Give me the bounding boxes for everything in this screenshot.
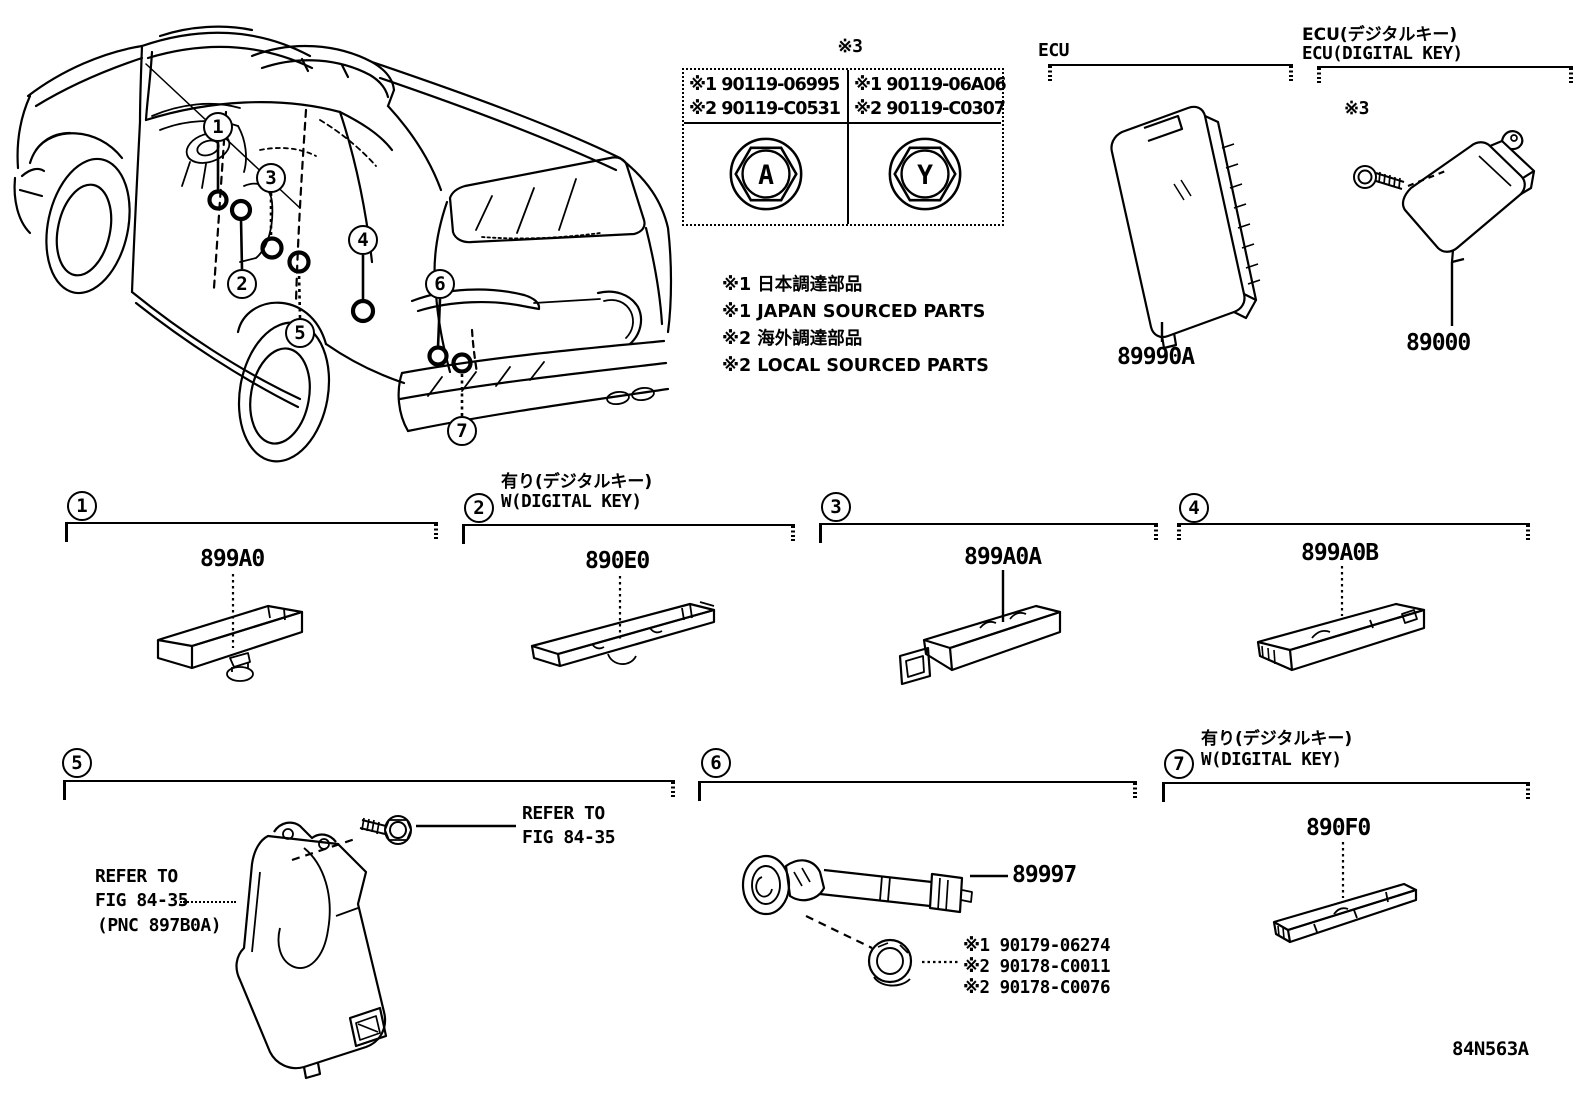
section-7-condition-jp: 有り(デジタルキー)	[1201, 729, 1353, 749]
note-en-1: ※1 JAPAN SOURCED PARTS	[722, 302, 986, 322]
section-6-bracket	[698, 781, 1137, 801]
part-89997-drawing	[741, 854, 973, 916]
section-2-condition-jp: 有り(デジタルキー)	[501, 472, 653, 492]
section-5-refer-right-1: REFER TO	[522, 803, 605, 824]
fastener-cell-y: ※1 90119-06A06 ※2 90119-C0307	[849, 70, 1007, 124]
sourcing-notes: ※1 日本調達部品 ※1 JAPAN SOURCED PARTS ※2 海外調達…	[722, 272, 989, 380]
ecu-89990A-drawing	[1110, 105, 1261, 350]
refer-bolt-drawing	[359, 815, 412, 845]
section-4-bracket	[1177, 523, 1530, 541]
section-6-fastener-1: ※1 90179-06274	[963, 936, 1110, 956]
section-7-bracket	[1162, 782, 1530, 802]
fastener-a-line2: ※2 90119-C0531	[689, 99, 841, 119]
ecu-title: ECU	[1038, 40, 1070, 61]
car-illustration	[13, 25, 673, 463]
part-number-89000[interactable]: 89000	[1406, 330, 1471, 356]
nut-drawing	[867, 938, 913, 987]
fastener-y-line1: ※1 90119-06A06	[854, 75, 1007, 95]
part-number-890F0[interactable]: 890F0	[1306, 815, 1371, 841]
car-callout-5[interactable]: 5	[285, 318, 315, 348]
section-7-condition-en: W(DIGITAL KEY)	[1201, 750, 1342, 770]
part-number-890E0[interactable]: 890E0	[585, 548, 650, 574]
section-5-bracket	[63, 780, 675, 800]
section-5-refer-left-3: (PNC 897B0A)	[97, 915, 222, 936]
car-location-spots	[207, 189, 473, 374]
fastener-cell-a: ※1 90119-06995 ※2 90119-C0531	[684, 70, 849, 124]
part-899A0A-drawing	[898, 604, 1062, 686]
fastener-a-line1: ※1 90119-06995	[689, 75, 840, 95]
part-890E0-drawing	[530, 601, 716, 668]
part-number-899A0A[interactable]: 899A0A	[964, 544, 1042, 570]
diagram-code: 84N563A	[1452, 1038, 1529, 1060]
fastener-table-ref: ※3	[837, 36, 863, 57]
part-899A0-drawing	[156, 604, 304, 682]
car-callout-leaders	[216, 142, 464, 416]
section-6-fastener-3: ※2 90178-C0076	[963, 978, 1110, 998]
section-3-callout[interactable]: 3	[821, 492, 851, 522]
ecu-digital-title-jp: ECU(デジタルキー)	[1302, 25, 1458, 45]
bolt-head-a-icon: A	[729, 137, 802, 211]
note-en-2: ※2 LOCAL SOURCED PARTS	[722, 356, 989, 376]
refer-module-drawing	[235, 821, 388, 1080]
refer-left-leader	[180, 901, 236, 903]
section-3-bracket	[819, 523, 1158, 543]
section-7-callout[interactable]: 7	[1164, 749, 1194, 779]
section-5-refer-left-1: REFER TO	[95, 866, 178, 887]
section-5-callout[interactable]: 5	[62, 748, 92, 778]
fastener-table: ※1 90119-06995 ※2 90119-C0531 ※1 90119-0…	[682, 68, 1007, 226]
note-jp-2: ※2 海外調達部品	[722, 329, 863, 349]
section-5-refer-left-2: FIG 84-35	[95, 890, 189, 911]
part-number-89990A[interactable]: 89990A	[1117, 344, 1195, 370]
section-1-callout[interactable]: 1	[67, 491, 97, 521]
car-callout-1[interactable]: 1	[203, 112, 233, 142]
bolt-mark-a: A	[758, 161, 774, 191]
part-899A0B-drawing	[1256, 602, 1426, 672]
part-number-899A0B[interactable]: 899A0B	[1301, 540, 1379, 566]
ecu-bracket	[1048, 64, 1293, 82]
section-2-bracket	[462, 524, 795, 544]
section-2-callout[interactable]: 2	[464, 493, 494, 523]
bolt-mark-y: Y	[917, 161, 933, 191]
part-number-899A0[interactable]: 899A0	[200, 546, 265, 572]
part-number-89997[interactable]: 89997	[1012, 862, 1077, 888]
note-jp-1: ※1 日本調達部品	[722, 275, 863, 295]
section-4-callout[interactable]: 4	[1179, 493, 1209, 523]
fastener-y-line2: ※2 90119-C0307	[854, 99, 1006, 119]
car-callout-2[interactable]: 2	[227, 269, 257, 299]
part-890F0-drawing	[1272, 882, 1418, 944]
car-callout-7[interactable]: 7	[447, 416, 477, 446]
ecu-89000-drawing	[1401, 130, 1536, 264]
ecu-digital-title-en: ECU(DIGITAL KEY)	[1302, 44, 1463, 64]
section-2-condition-en: W(DIGITAL KEY)	[501, 492, 642, 512]
ecu-digital-screw-ref: ※3	[1344, 98, 1369, 119]
car-callout-3[interactable]: 3	[256, 163, 286, 193]
car-callout-4[interactable]: 4	[348, 225, 378, 255]
car-callout-6[interactable]: 6	[425, 269, 455, 299]
section-6-callout[interactable]: 6	[701, 748, 731, 778]
section-5-refer-right-2: FIG 84-35	[522, 827, 616, 848]
section-1-bracket	[65, 522, 438, 542]
section-6-fastener-2: ※2 90178-C0011	[963, 957, 1110, 977]
ecu-digital-bracket	[1317, 66, 1573, 84]
bolt-head-y-icon: Y	[888, 137, 962, 211]
ecu-89000-screw-drawing	[1353, 165, 1405, 190]
